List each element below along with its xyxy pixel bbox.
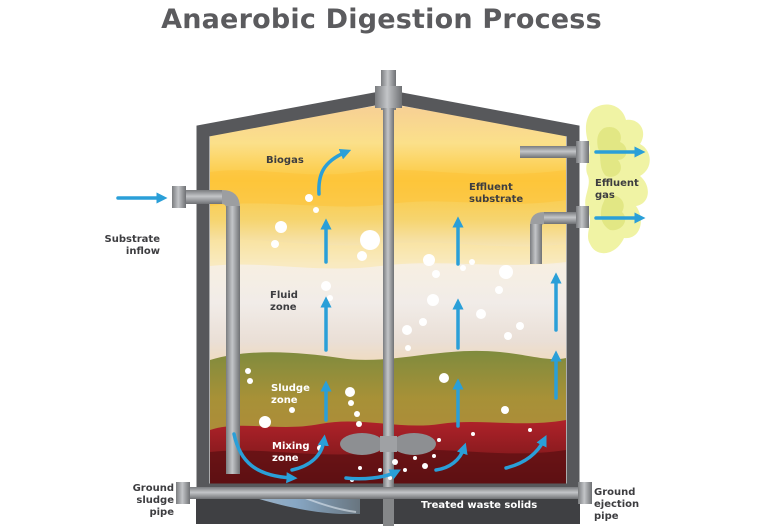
fluid-zone-label-line2: zone: [270, 302, 297, 313]
diagram-title: Anaerobic Digestion Process: [161, 4, 602, 35]
ground-ejection-pipe-label-line3: pipe: [594, 511, 619, 522]
sludge-zone-label-line1: Sludge: [271, 383, 310, 394]
effluent-substrate-pipe: [530, 206, 589, 264]
effluent-gas-label: Effluent gas: [595, 178, 639, 202]
effluent-substrate-label-line2: substrate: [469, 194, 524, 205]
effluent-gas-label-line2: gas: [595, 190, 615, 201]
mixing-zone-label-line2: zone: [272, 453, 299, 464]
mixer-impeller-left: [340, 433, 384, 455]
substrate-inflow-label: Substrate inflow: [96, 234, 160, 258]
treated-waste-solids-label: Treated waste solids: [421, 500, 538, 511]
mixing-zone-label: Mixing zone: [272, 441, 310, 465]
effluent-gas-cloud: [585, 104, 650, 254]
effluent-substrate-label-line1: Effluent: [469, 182, 513, 193]
ground-sludge-pipe-label-line3: pipe: [149, 507, 174, 518]
sludge-zone-label: Sludge zone: [271, 383, 310, 407]
effluent-gas-pipe: [520, 141, 589, 163]
ground-pipe: [176, 482, 592, 504]
biogas-arrow: [317, 148, 352, 196]
ground-ejection-pipe-label-line1: Ground: [594, 487, 636, 498]
fluid-zone-label-line1: Fluid: [270, 290, 298, 301]
ground-sludge-pipe-label: Ground sludge pipe: [116, 483, 174, 519]
biogas-label: Biogas: [266, 155, 304, 166]
sludge-zone-label-line2: zone: [271, 395, 298, 406]
ground-sludge-pipe-label-line2: sludge: [136, 495, 174, 506]
effluent-gas-label-line1: Effluent: [595, 178, 639, 189]
fluid-zone-label: Fluid zone: [270, 290, 298, 314]
ground-ejection-pipe-label: Ground ejection pipe: [594, 487, 639, 523]
effluent-substrate-label: Effluent substrate: [469, 182, 523, 206]
substrate-inflow-label-line2: inflow: [125, 246, 160, 257]
mixer-impeller-right: [392, 433, 436, 455]
flow-arrows: [116, 146, 646, 484]
substrate-inflow-pipe: [172, 186, 240, 474]
substrate-inflow-label-line1: Substrate: [104, 234, 160, 245]
mixing-zone-label-line1: Mixing: [272, 441, 310, 452]
ground-ejection-pipe-label-line2: ejection: [594, 499, 640, 510]
ground-sludge-pipe-label-line1: Ground: [132, 483, 174, 494]
